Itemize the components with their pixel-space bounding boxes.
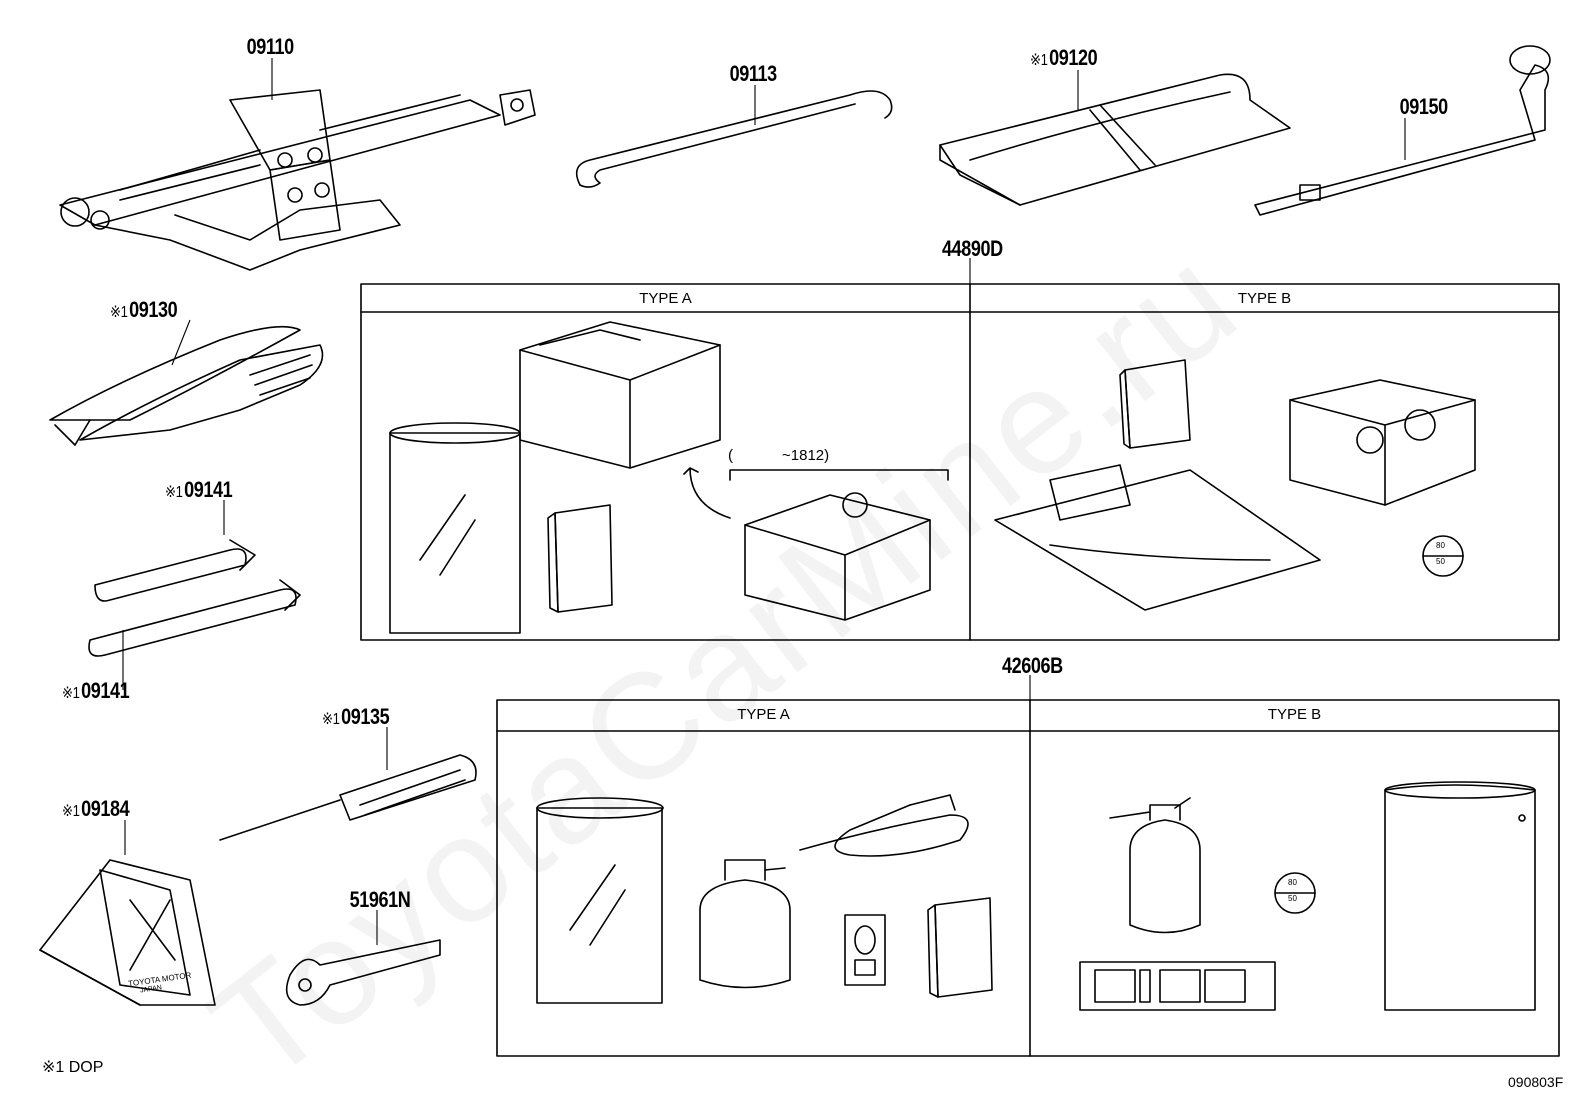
compressor-drawing-a (519, 321, 721, 469)
part-label-09130[interactable]: ※109130 (110, 297, 178, 322)
part-label-09120[interactable]: ※109120 (1030, 45, 1098, 70)
lug-wrench-drawing (1254, 45, 1551, 216)
part-label-09110[interactable]: 09110 (246, 34, 295, 59)
manual-booklet-drawing-b (1119, 359, 1191, 449)
group-label-44890D[interactable]: 44890D (942, 236, 1003, 261)
group-42606B-type-a-header: TYPE A (737, 706, 790, 723)
part-label-09141-top[interactable]: ※109141 (165, 477, 233, 502)
production-note-range: ~1812) (782, 447, 830, 464)
sealant-bag-drawing-c (536, 797, 664, 1004)
footnote: ※1 DOP (42, 1059, 104, 1076)
jack-handle-rod-drawing (575, 90, 893, 188)
group-44890D-type-a-header: TYPE A (639, 290, 692, 307)
sealant-bag-drawing-a (389, 422, 521, 634)
pliers-drawing (49, 325, 324, 446)
gauge-label-top-2: 80 (1288, 878, 1297, 887)
storage-bag-drawing-d (1384, 781, 1536, 1011)
gauge-label-top: 80 (1436, 541, 1445, 550)
part-label-09135[interactable]: ※109135 (322, 704, 390, 729)
tool-bag-drawing (939, 73, 1291, 206)
part-label-09141-bottom[interactable]: ※109141 (62, 678, 130, 703)
manual-booklet-drawing-a (547, 504, 613, 613)
group-label-42606B[interactable]: 42606B (1002, 653, 1063, 678)
part-label-09150[interactable]: 09150 (1399, 94, 1449, 119)
valve-tool-card-drawing-c (844, 914, 886, 986)
manual-booklet-drawing-c (927, 897, 993, 998)
speed-sticker-drawing-d (1274, 872, 1316, 914)
leader-lines (122, 58, 1406, 945)
group-42606B-type-b-header: TYPE B (1267, 706, 1322, 723)
speed-sticker-drawing-b (1422, 535, 1464, 577)
compressor-drawing-b (1289, 379, 1476, 506)
sealant-pouch-drawing-b (994, 464, 1321, 611)
part-label-51961N[interactable]: 51961N (349, 887, 411, 912)
compressor-drawing-a2 (683, 467, 949, 621)
gauge-label-bottom-2: 50 (1288, 894, 1297, 903)
hose-drawing-c (799, 794, 969, 857)
sealant-bottle-drawing-d (1109, 797, 1201, 934)
wheel-nut-wrench-drawing (285, 939, 441, 1006)
sticker-sheet-drawing-d (1079, 961, 1276, 1011)
jack-drawing (59, 89, 536, 271)
production-note-open: ( (728, 447, 733, 464)
part-label-09113[interactable]: 09113 (729, 61, 778, 86)
group-box-42606B (496, 699, 1560, 1057)
figure-id: 090803F (1508, 1074, 1564, 1090)
group-box-44890D (360, 283, 1560, 641)
screwdriver-drawing (219, 754, 477, 841)
gauge-label-bottom: 50 (1436, 557, 1445, 566)
sealant-bottle-drawing-c (699, 859, 791, 989)
open-wrenches-drawing (88, 539, 301, 657)
group-44890D-type-b-header: TYPE B (1237, 290, 1292, 307)
part-label-09184[interactable]: ※109184 (62, 796, 130, 821)
warning-plate-drawing (39, 859, 216, 1006)
